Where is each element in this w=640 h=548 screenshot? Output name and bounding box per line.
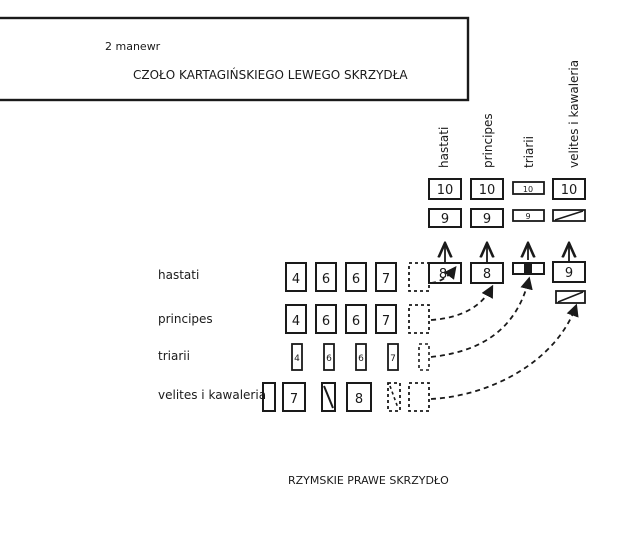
unit-box xyxy=(552,261,586,283)
unit-number: 10 xyxy=(437,183,454,198)
cavalry-unit xyxy=(321,382,336,412)
unit-number: 9 xyxy=(565,266,573,281)
unit-number: 7 xyxy=(382,314,390,329)
arrow-principes-move xyxy=(430,284,494,321)
unit-number: 7 xyxy=(382,272,390,287)
unit-number: 7 xyxy=(390,354,396,364)
header-title: CZOŁO KARTAGIŃSKIEGO LEWEGO SKRZYDŁA xyxy=(133,67,408,82)
unit-box xyxy=(512,209,545,222)
unit-number: 4 xyxy=(292,314,300,329)
unit-box xyxy=(470,178,504,200)
maneuver-label: 2 manewr xyxy=(105,40,161,53)
row-label-velites: velites i kawaleria xyxy=(158,388,266,402)
unit-number: 8 xyxy=(483,267,491,282)
unit-box xyxy=(428,178,462,200)
arrow-velites-move xyxy=(430,303,579,400)
unit-number: 6 xyxy=(322,272,330,287)
unit-marker xyxy=(524,262,532,275)
arrow-hastati-move xyxy=(430,265,457,284)
row-velites-units: 7 8 xyxy=(262,382,430,412)
unit-box xyxy=(512,181,545,195)
moved-units: 8 8 9 xyxy=(428,261,586,304)
cavalry-box xyxy=(552,209,586,222)
unit-number: 8 xyxy=(355,392,363,407)
unit-number: 9 xyxy=(525,212,530,221)
unit-box xyxy=(470,208,504,228)
row-label-principes: principes xyxy=(158,312,213,326)
unit-number: 4 xyxy=(292,272,300,287)
vacated-position xyxy=(408,262,430,292)
column-header-hastati: hastati xyxy=(437,127,451,168)
column-header-velites: velites i kawaleria xyxy=(567,60,581,168)
cavalry-box xyxy=(555,290,586,304)
movement-arrows xyxy=(430,265,579,400)
row-hastati-units: 4 6 6 7 xyxy=(285,262,430,292)
unit-number: 6 xyxy=(326,354,332,364)
cavalry-unit xyxy=(262,382,276,412)
unit-number: 10 xyxy=(523,185,533,194)
vacated-position xyxy=(418,343,430,371)
unit-number: 7 xyxy=(290,392,298,407)
unit-number: 9 xyxy=(441,212,449,227)
column-header-principes: principes xyxy=(481,113,495,168)
row-principes-units: 4 6 6 7 xyxy=(285,304,430,334)
vacated-position xyxy=(408,304,430,334)
advanced-top-row: 10 10 10 10 xyxy=(428,178,586,200)
unit-number: 4 xyxy=(294,354,300,364)
unit-box xyxy=(428,208,462,228)
unit-number: 9 xyxy=(483,212,491,227)
unit-number: 6 xyxy=(358,354,364,364)
row-label-triarii: triarii xyxy=(158,349,190,363)
row-label-hastati: hastati xyxy=(158,268,199,282)
header-frame xyxy=(0,16,470,102)
advanced-middle-row: 9 9 9 xyxy=(428,208,586,228)
unit-number: 6 xyxy=(352,272,360,287)
advance-arrows xyxy=(445,243,569,262)
unit-number: 10 xyxy=(561,183,578,198)
vacated-position xyxy=(408,382,430,412)
unit-number: 6 xyxy=(322,314,330,329)
vacated-position xyxy=(387,382,401,412)
unit-number: 10 xyxy=(479,183,496,198)
footer-title: RZYMSKIE PRAWE SKRZYDŁO xyxy=(288,474,449,487)
unit-number: 6 xyxy=(352,314,360,329)
column-header-triarii: triarii xyxy=(522,136,536,168)
arrow-triarii-move xyxy=(430,276,533,358)
row-triarii-units: 4 6 6 7 xyxy=(291,343,430,371)
unit-box xyxy=(470,262,504,284)
unit-number: 8 xyxy=(439,267,447,282)
unit-box xyxy=(552,178,586,200)
